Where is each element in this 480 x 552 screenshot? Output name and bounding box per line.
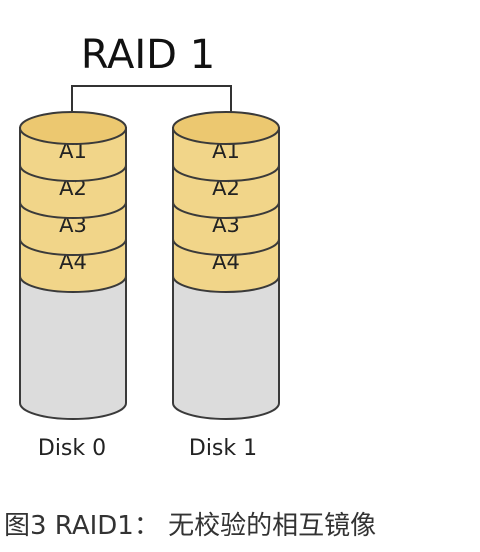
disk-empty-space — [19, 275, 127, 420]
mirror-connector — [71, 85, 232, 120]
disk-empty-space — [172, 275, 280, 420]
disk-top-cap — [172, 111, 280, 145]
disk-label-0: Disk 0 — [38, 436, 106, 461]
figure-caption: 图3 RAID1： 无校验的相互镜像 — [4, 511, 377, 541]
disk-top-cap — [19, 111, 127, 145]
diagram-title: RAID 1 — [81, 32, 215, 78]
disk-label-1: Disk 1 — [189, 436, 257, 461]
